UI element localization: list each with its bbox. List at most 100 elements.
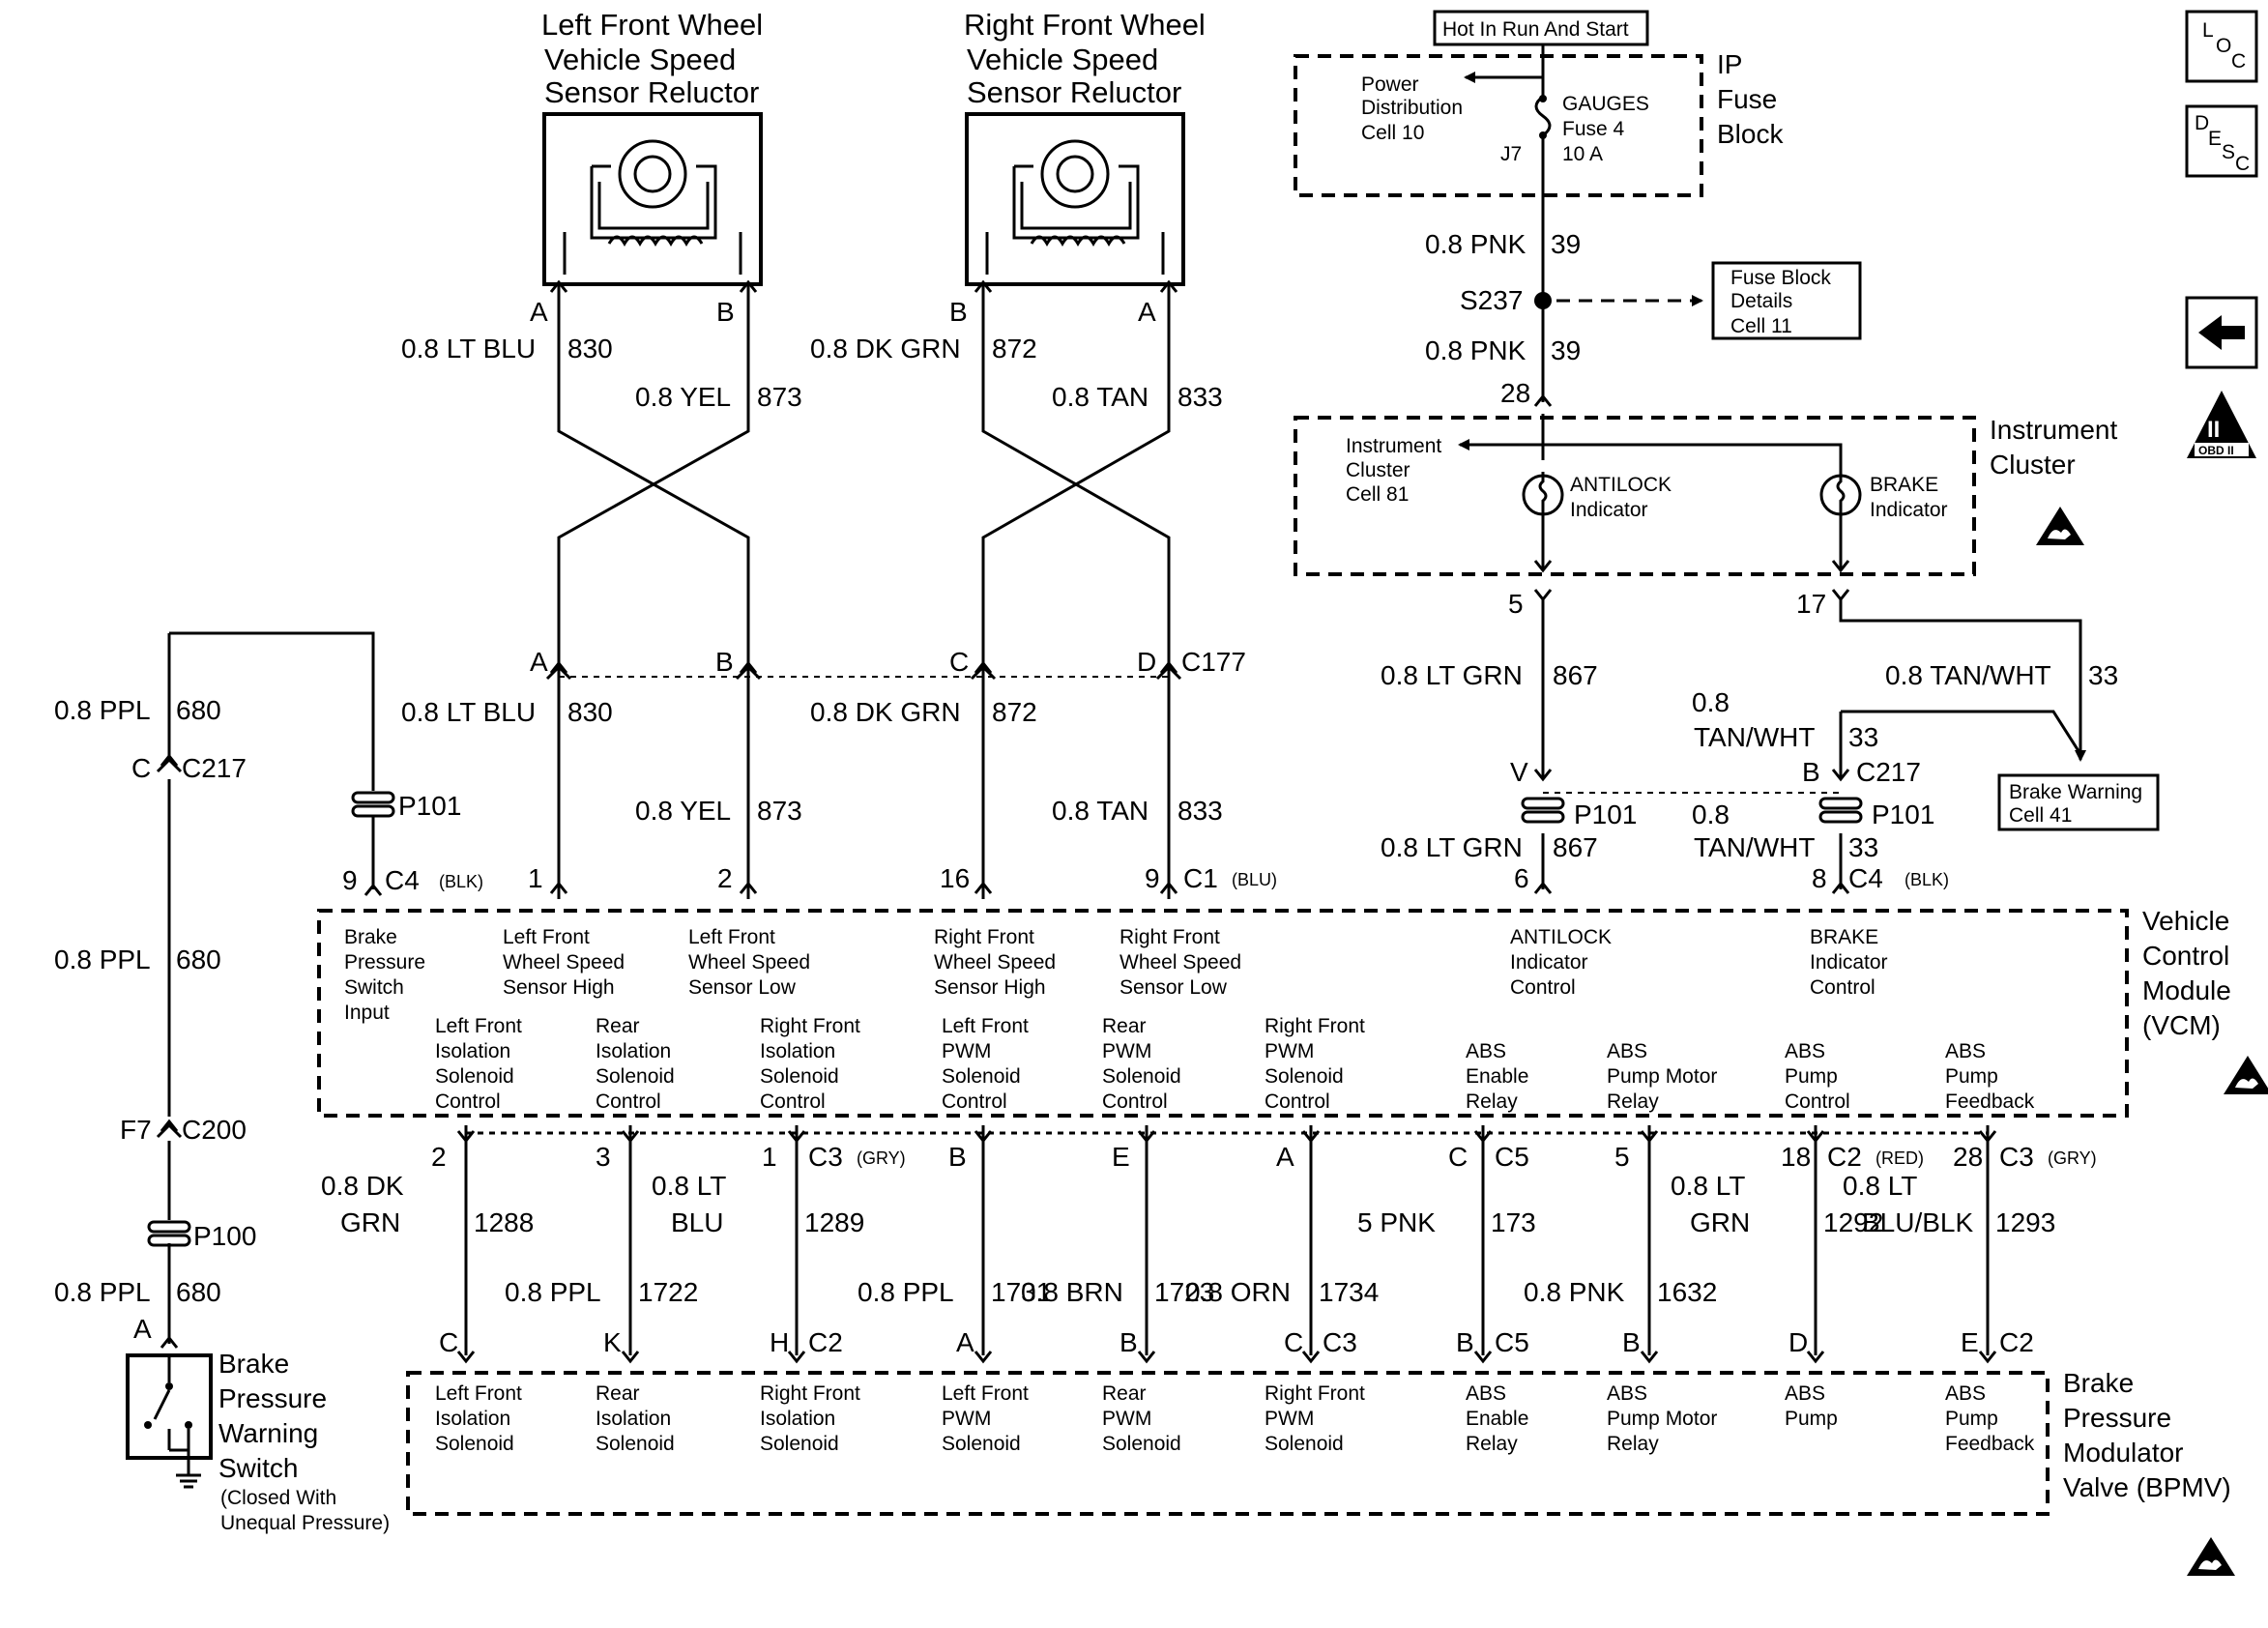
bpmv-pin-label: K	[603, 1327, 622, 1357]
vcm-label: Control	[942, 1090, 1007, 1113]
vcm-label: Wheel Speed	[934, 951, 1056, 974]
svg-text:5: 5	[1508, 589, 1524, 619]
wire-color-label: 0.8 ORN	[1185, 1277, 1291, 1307]
wire-color-label: BLU/BLK	[1862, 1207, 1973, 1237]
svg-text:(BLU): (BLU)	[1232, 870, 1277, 889]
wire-circuit-label: 39	[1551, 335, 1581, 365]
svg-text:Module: Module	[2142, 975, 2231, 1005]
svg-text:BRAKE: BRAKE	[1870, 474, 1938, 496]
left-arrow-icon	[2198, 315, 2245, 350]
svg-text:Instrument: Instrument	[1346, 435, 1441, 457]
svg-text:Switch: Switch	[218, 1453, 298, 1483]
description-nav-button[interactable]: D E S C	[2185, 104, 2258, 178]
wire-color-label: 0.8 PPL	[54, 945, 151, 974]
svg-text:Warning: Warning	[218, 1418, 318, 1448]
wire-color-label: GRN	[340, 1207, 400, 1237]
vcm-connector-label: C3	[1999, 1142, 2034, 1172]
bpmv-pin-label: B	[1119, 1327, 1138, 1357]
svg-text:Fuse Block: Fuse Block	[1730, 267, 1831, 289]
wire-circuit-label: 1734	[1319, 1277, 1379, 1307]
fuse-block-details-link[interactable]: Fuse Block Details Cell 11	[1711, 261, 1862, 340]
reluctor-wheel-icon	[618, 139, 687, 209]
bpmv-label: PWM	[942, 1408, 991, 1430]
svg-text:A: A	[133, 1314, 152, 1344]
svg-text:C: C	[2235, 153, 2250, 175]
vcm-label: Right Front	[1119, 926, 1220, 948]
bpmv-label: Pump	[1785, 1408, 1838, 1430]
svg-text:Vehicle Speed: Vehicle Speed	[967, 43, 1158, 76]
wire-circuit-label: 1293	[1995, 1207, 2055, 1237]
svg-text:Brake Warning: Brake Warning	[2009, 781, 2142, 803]
svg-text:Indicator: Indicator	[1570, 499, 1648, 521]
vcm-label: ABS	[1785, 1040, 1825, 1062]
bpmv-label: Isolation	[760, 1408, 835, 1430]
wire-color-label: BLU	[671, 1207, 723, 1237]
vcm-label: Solenoid	[1102, 1065, 1181, 1088]
vcm-pin-label: A	[1276, 1142, 1294, 1172]
sensor-pin-label: A	[530, 297, 548, 327]
svg-text:F7: F7	[120, 1115, 152, 1145]
wire-color-label: 0.8 BRN	[1021, 1277, 1123, 1307]
vcm-connector-label: C2	[1827, 1142, 1862, 1172]
location-nav-button[interactable]: L O C	[2185, 10, 2258, 83]
svg-text:0.8: 0.8	[1692, 687, 1730, 717]
vcm-label: Wheel Speed	[1119, 951, 1241, 974]
right-sensor-title: Right Front Wheel	[964, 8, 1206, 42]
svg-text:B: B	[1802, 757, 1820, 787]
bpmv-wire	[621, 1125, 640, 1364]
wire-circuit-label: 873	[757, 382, 802, 412]
svg-text:Unequal Pressure): Unequal Pressure)	[220, 1512, 390, 1534]
wire-color-label: TAN/WHT	[1694, 722, 1815, 752]
svg-text:Block: Block	[1717, 119, 1784, 149]
obd-ii-icon[interactable]: II OBD II	[2187, 391, 2256, 458]
wire-circuit-label: 873	[757, 796, 802, 826]
wire-color-label: 0.8 DK GRN	[810, 334, 961, 363]
instrument-cluster: Instrument Cluster Cell 81 ANTILOCK Indi…	[1294, 414, 1976, 576]
svg-text:Hot In Run And Start: Hot In Run And Start	[1442, 18, 1629, 41]
wire-color-label: 0.8 LT BLU	[401, 334, 536, 363]
svg-text:Vehicle Speed: Vehicle Speed	[544, 43, 736, 76]
wire-circuit-label: 33	[1848, 722, 1878, 752]
vcm-label: Wheel Speed	[688, 951, 810, 974]
bpmv-label: Solenoid	[596, 1433, 675, 1455]
wire-color-label: 0.8 TAN	[1052, 796, 1149, 826]
vcm-label: Relay	[1466, 1090, 1518, 1113]
vcm-label: Isolation	[760, 1040, 835, 1062]
svg-text:8: 8	[1812, 863, 1827, 893]
c177-pin: C	[949, 647, 969, 677]
vcm-pin-label: B	[948, 1142, 967, 1172]
svg-text:D: D	[2195, 112, 2209, 134]
vcm-label: Input	[344, 1002, 390, 1024]
left-front-wheel-sensor: Left Front Wheel Vehicle Speed Sensor Re…	[541, 8, 763, 286]
wire-color-label: 0.8 LT BLU	[401, 697, 536, 727]
back-arrow-button[interactable]	[2185, 296, 2258, 369]
svg-text:V: V	[1510, 757, 1528, 787]
svg-text:9: 9	[342, 865, 358, 895]
wire-circuit-label: 833	[1178, 382, 1223, 412]
vcm-label: Pump Motor	[1607, 1065, 1717, 1088]
wire-color-label: TAN/WHT	[1694, 832, 1815, 862]
wire-color-label: 0.8 LT	[1843, 1171, 1917, 1201]
wire-circuit-label: 680	[176, 1277, 221, 1307]
antilock-indicator-lamp-icon	[1522, 472, 1564, 518]
bpmv-wire	[787, 1125, 806, 1364]
brake-pressure-switch-circuit	[156, 631, 383, 1349]
bpmv-connector-label: C3	[1323, 1327, 1357, 1357]
wire-color-label: 5 PNK	[1357, 1207, 1436, 1237]
vcm-label: Sensor Low	[688, 976, 797, 999]
brake-warning-link[interactable]: Brake Warning Cell 41	[1997, 773, 2160, 831]
splice-s237	[1534, 292, 1552, 309]
wire-color-label: 0.8 PNK	[1425, 335, 1527, 365]
bpmv-label: Rear	[596, 1382, 640, 1405]
vcm-label: Right Front	[760, 1015, 860, 1037]
cluster-output-wires	[1533, 589, 2082, 894]
svg-text:S: S	[2222, 141, 2235, 163]
wire-color-label: 0.8 PPL	[54, 695, 151, 725]
bpmv-pin-label: D	[1788, 1327, 1808, 1357]
vcm-label: Isolation	[435, 1040, 510, 1062]
vcm-label: Pump	[1945, 1065, 1998, 1088]
ground-icon	[176, 1473, 201, 1489]
bpmv-wire	[1640, 1125, 1659, 1364]
bpmv-pin-label: H	[770, 1327, 789, 1357]
